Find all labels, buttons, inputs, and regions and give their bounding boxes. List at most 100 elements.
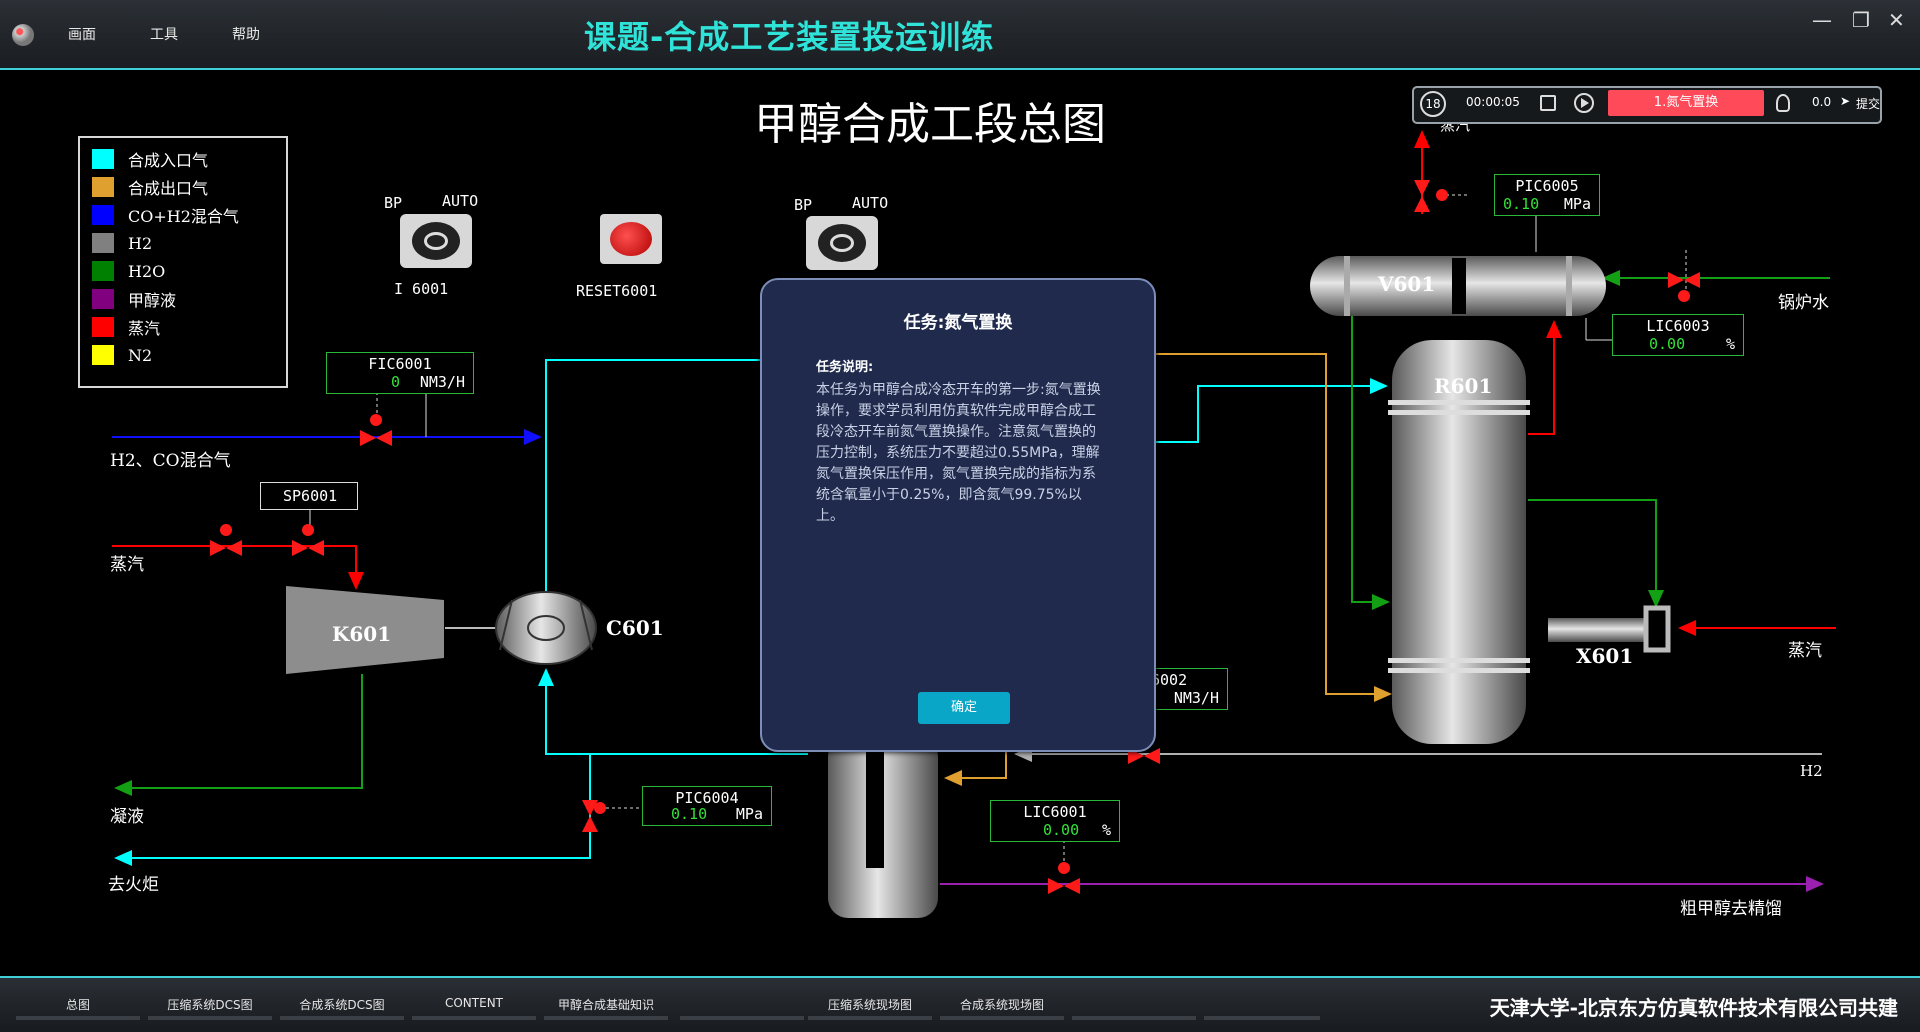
instrument-value: 0.00: [1043, 821, 1080, 839]
confirm-button[interactable]: 确定: [918, 692, 1010, 724]
legend-item: 甲醇液: [92, 288, 176, 310]
sp6001-box[interactable]: SP6001: [260, 482, 358, 510]
legend-swatch: [92, 149, 114, 169]
training-status-bar: 18 00:00:05 1.氮气置换 0.0 ➤ 提交: [1412, 86, 1882, 124]
legend-label: 合成出口气: [128, 179, 209, 198]
stream-h2: H2: [1800, 762, 1823, 780]
x601-label: X601: [1576, 644, 1634, 668]
legend-item: 合成入口气: [92, 148, 208, 170]
legend-item: N2: [92, 344, 152, 366]
counter-badge: 18: [1420, 91, 1446, 117]
play-icon[interactable]: [1574, 93, 1594, 113]
legend-item: 合成出口气: [92, 176, 208, 198]
legend-swatch: [92, 233, 114, 253]
legend-label: N2: [128, 345, 153, 365]
legend-swatch: [92, 177, 114, 197]
v601-label: V601: [1378, 272, 1436, 296]
app-title: 课题-合成工艺装置投运训练: [584, 18, 995, 56]
legend-item: H2O: [92, 260, 165, 282]
instrument-value: 0.00: [1649, 335, 1686, 353]
tab-basic-knowledge[interactable]: 甲醇合成基础知识: [544, 996, 668, 1020]
instrument-unit: NM3/H: [419, 373, 465, 391]
stream-h2-co: H2、CO混合气: [110, 451, 231, 471]
legend-label: H2O: [128, 261, 166, 281]
legend-label: 合成入口气: [128, 151, 209, 170]
tab-compressor-field[interactable]: 压缩系统现场图: [808, 996, 932, 1020]
instrument-tag: LIC6001: [1023, 803, 1087, 821]
instrument-tag: FIC6001: [368, 355, 432, 373]
sp6001-label: SP6001: [283, 487, 338, 505]
tab-empty-3[interactable]: [1204, 996, 1320, 1020]
legend-swatch: [92, 345, 114, 365]
legend-item: CO+H2混合气: [92, 204, 239, 226]
tab-empty-1[interactable]: [680, 996, 804, 1020]
counter-value: 18: [1425, 97, 1441, 111]
instrument-tag: PIC6004: [675, 789, 739, 807]
stream-boiler-water: 锅炉水: [1778, 293, 1829, 313]
legend-label: H2: [128, 233, 153, 253]
r601-label: R601: [1434, 374, 1493, 398]
menu-screen[interactable]: 画面: [68, 27, 96, 43]
reset-label: RESET6001: [576, 282, 658, 300]
submit-button[interactable]: ➤ 提交: [1840, 88, 1880, 118]
legend-label: CO+H2混合气: [128, 207, 239, 226]
menu-help[interactable]: 帮助: [232, 27, 260, 43]
tab-synthesis-dcs[interactable]: 合成系统DCS图: [280, 996, 404, 1020]
legend-label: 蒸汽: [128, 319, 161, 338]
bp-auto-switch-icon[interactable]: [400, 214, 472, 268]
menu-tools[interactable]: 工具: [150, 27, 178, 43]
close-icon[interactable]: ✕: [1888, 8, 1905, 32]
legend-swatch: [92, 289, 114, 309]
restore-icon[interactable]: ❐: [1852, 8, 1870, 32]
instrument-value: 0: [391, 373, 401, 391]
instrument-unit: NM3/H: [1173, 689, 1219, 707]
instrument-unit: %: [1101, 821, 1111, 839]
legend-item: 蒸汽: [92, 316, 160, 338]
tab-content[interactable]: CONTENT: [412, 996, 536, 1020]
instrument-unit: MPa: [1563, 195, 1591, 213]
bp-label-2: BP: [794, 196, 813, 214]
dialog-subtitle: 任务说明:: [816, 360, 874, 375]
pic6005-controller[interactable]: PIC6005 0.10 MPa: [1494, 174, 1600, 216]
interlock-label: I 6001: [394, 280, 449, 298]
instrument-tag: 6002: [1151, 671, 1188, 689]
reset-button[interactable]: [600, 214, 662, 264]
instrument-unit: MPa: [735, 805, 763, 823]
minimize-icon[interactable]: —: [1812, 8, 1832, 32]
bp-label: BP: [384, 194, 403, 212]
elapsed-time: 00:00:05: [1466, 95, 1520, 109]
process-diagram: [112, 130, 1836, 918]
tab-empty-2[interactable]: [1072, 996, 1196, 1020]
legend-item: H2: [92, 232, 152, 254]
fic6001-controller[interactable]: FIC6001 0 NM3/H: [326, 352, 474, 394]
legend-swatch: [92, 317, 114, 337]
legend-swatch: [92, 205, 114, 225]
bottom-nav-bar: 总图 压缩系统DCS图 合成系统DCS图 CONTENT 甲醇合成基础知识 压缩…: [0, 976, 1920, 1032]
dialog-description: 本任务为甲醇合成冷态开车的第一步:氮气置换操作，要求学员利用仿真软件完成甲醇合成…: [816, 382, 1101, 524]
bp-auto-switch-2-icon[interactable]: [806, 216, 878, 270]
tab-compressor-dcs[interactable]: 压缩系统DCS图: [148, 996, 272, 1020]
current-task-button[interactable]: 1.氮气置换: [1608, 90, 1764, 116]
pic6004-controller[interactable]: PIC6004 0.10 MPa: [642, 786, 772, 826]
lic6001-controller[interactable]: LIC6001 0.00 %: [990, 800, 1120, 842]
app-logo-icon: [12, 24, 34, 46]
lic6003-controller[interactable]: LIC6003 0.00 %: [1612, 314, 1744, 356]
instrument-tag: PIC6005: [1515, 177, 1579, 195]
legend-swatch: [92, 261, 114, 281]
hint-bulb-icon[interactable]: [1776, 94, 1790, 112]
stream-crude-methanol: 粗甲醇去精馏: [1680, 899, 1782, 919]
legend-label: 甲醇液: [128, 291, 177, 310]
c601-label: C601: [606, 616, 664, 640]
instrument-tag: LIC6003: [1646, 317, 1710, 335]
diagram-title: 甲醇合成工段总图: [754, 99, 1106, 150]
tab-synthesis-field[interactable]: 合成系统现场图: [940, 996, 1064, 1020]
stream-steam-right: 蒸汽: [1788, 641, 1822, 661]
instrument-value: 0.10: [1503, 195, 1540, 213]
task-dialog: 任务:氮气置换 任务说明: 本任务为甲醇合成冷态开车的第一步:氮气置换操作，要求…: [760, 278, 1156, 752]
legend: 合成入口气 合成出口气 CO+H2混合气 H2 H2O 甲醇液 蒸汽 N2: [78, 136, 288, 388]
submit-label: 提交: [1856, 97, 1881, 111]
tab-overview[interactable]: 总图: [16, 996, 140, 1020]
auto-label-2: AUTO: [852, 194, 889, 212]
dialog-title: 任务:氮气置换: [903, 313, 1013, 333]
save-icon[interactable]: [1540, 95, 1556, 111]
